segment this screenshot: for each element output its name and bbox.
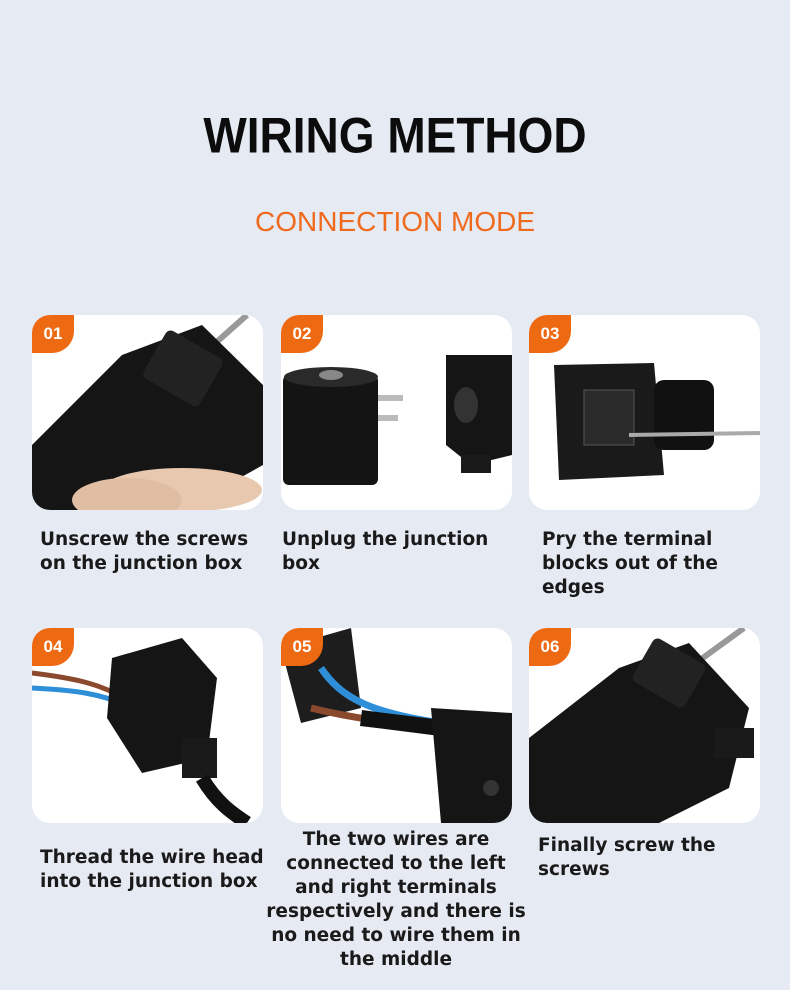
step-number-badge: 03 <box>529 315 571 353</box>
terminal-block-photo <box>554 363 760 480</box>
step-1-image: 01 <box>32 315 263 510</box>
screw-tightening-photo <box>529 628 754 823</box>
step-3-caption: Pry the terminal blocks out of the edges <box>542 529 718 598</box>
step-number-badge: 04 <box>32 628 74 666</box>
step-number-badge: 02 <box>281 315 323 353</box>
page-subtitle: CONNECTION MODE <box>255 206 535 237</box>
step-1-caption: Unscrew the screws on the junction box <box>40 529 249 574</box>
step-number-badge: 06 <box>529 628 571 666</box>
step-2-caption: Unplug the junction box <box>282 529 489 574</box>
coil-and-junction-box-photo <box>283 355 512 485</box>
step-number-badge: 01 <box>32 315 74 353</box>
step-6-caption: Finally screw the screws <box>538 835 716 880</box>
step-2-image: 02 <box>281 315 512 510</box>
step-6-image: 06 <box>529 628 760 823</box>
step-number-badge: 05 <box>281 628 323 666</box>
step-4-image: 04 <box>32 628 263 823</box>
wire-threading-photo <box>32 638 251 823</box>
step-4-caption: Thread the wire head into the junction b… <box>40 847 264 892</box>
step-3-image: 03 <box>529 315 760 510</box>
junction-box-screwdriver-photo <box>32 315 263 510</box>
step-5-caption: The two wires are connected to the left … <box>266 829 526 970</box>
step-5-image: 05 <box>281 628 512 823</box>
page-title: WIRING METHOD <box>203 106 587 164</box>
